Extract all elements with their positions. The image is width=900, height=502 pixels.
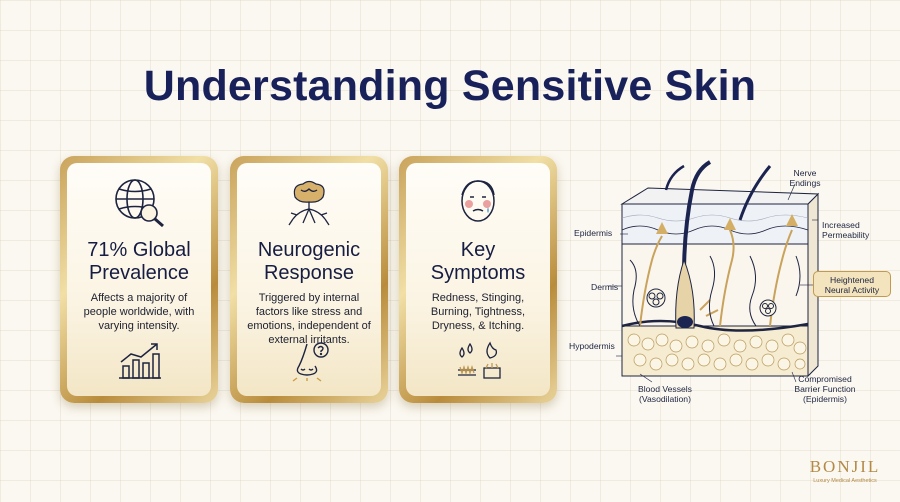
label-blood-vessels: Blood Vessels (Vasodilation) <box>638 384 692 404</box>
label-increased-permeability: Increased Permeability <box>822 220 870 240</box>
card-neurogenic-response: Neurogenic Response Triggered by interna… <box>230 156 388 403</box>
skin-cross-section-diagram <box>608 160 820 383</box>
card-title: 71% Global Prevalence <box>87 239 191 284</box>
globe-search-icon <box>67 175 211 228</box>
card-description: Triggered by internal factors like stres… <box>247 292 371 346</box>
label-compromised-barrier: Compromised Barrier Function (Epidermis) <box>794 374 856 404</box>
irritated-face-icon <box>406 175 550 227</box>
label-dermis: Dermis <box>591 282 619 292</box>
label-heightened-neural-activity: Heightened Neural Activity <box>813 271 891 297</box>
card-description: Redness, Stinging, Burning, Tightness, D… <box>430 292 526 332</box>
label-nerve-endings: Nerve Endings <box>789 168 821 188</box>
logo-tagline: Luxury Medical Aesthetics <box>813 478 877 484</box>
nose-question-icon <box>237 340 381 382</box>
trend-chart-icon <box>67 340 211 382</box>
card-title: Key Symptoms <box>430 239 526 284</box>
brain-nerves-icon <box>237 175 381 227</box>
card-title: Neurogenic Response <box>257 239 361 284</box>
label-epidermis: Epidermis <box>574 228 613 238</box>
symptom-icons <box>406 340 550 382</box>
card-global-prevalence: 71% Global Prevalence Affects a majority… <box>60 156 218 403</box>
logo-name: BONJIL <box>809 457 881 476</box>
card-description: Affects a majority of people worldwide, … <box>83 292 195 332</box>
label-hypodermis: Hypodermis <box>569 341 615 351</box>
page-title: Understanding Sensitive Skin <box>143 62 757 110</box>
card-key-symptoms: Key Symptoms Redness, Stinging, Burning,… <box>399 156 557 403</box>
brand-logo: BONJIL Luxury Medical Aesthetics <box>800 457 890 484</box>
